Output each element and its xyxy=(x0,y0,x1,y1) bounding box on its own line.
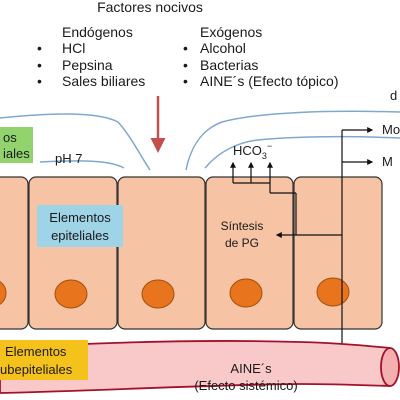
endogenous-item-3: Sales biliares xyxy=(62,73,145,89)
cell-nucleus xyxy=(0,281,7,305)
cell-nucleus xyxy=(229,278,263,308)
epithelial-cell xyxy=(117,176,206,330)
pg-synthesis-line2: de PG xyxy=(225,236,259,250)
bicarbonate-label: HCO3− xyxy=(233,141,272,161)
exogenous-heading: Exógenos xyxy=(200,24,262,40)
blood-vessel-opening xyxy=(380,347,400,387)
epithelial-label-line1: Elementos xyxy=(49,210,111,225)
exogenous-bullet-2: • xyxy=(183,57,188,73)
mucus-layer-upper xyxy=(0,110,400,171)
epithelial-label-line2: epiteliales xyxy=(51,228,109,243)
subepithelial-label-line1: Elementos xyxy=(5,344,67,359)
bicarbonate-subscript: 3 xyxy=(262,151,267,161)
cropped-label-top-right: d xyxy=(390,88,397,103)
exogenous-item-1: Alcohol xyxy=(200,40,246,56)
bicarbonate-base: HCO xyxy=(233,143,262,158)
epithelial-cell xyxy=(0,176,29,330)
preepithelial-label-line2: iales xyxy=(3,146,30,161)
endogenous-bullet-3: • xyxy=(37,73,42,89)
cell-nucleus xyxy=(316,277,350,307)
nsaid-systemic-line1: AINE´s xyxy=(230,361,272,376)
cropped-label-right-1: Mo xyxy=(382,122,400,137)
endogenous-bullet-1: • xyxy=(37,40,42,56)
cell-nucleus xyxy=(141,279,175,309)
preepithelial-label-line1: os xyxy=(3,130,17,145)
preepithelial-elements-box xyxy=(0,127,33,163)
mucus-layer-lower xyxy=(39,135,400,169)
endogenous-bullet-2: • xyxy=(37,57,42,73)
pg-synthesis-line1: Síntesis xyxy=(221,219,264,233)
epithelial-cell xyxy=(205,176,294,330)
endogenous-item-1: HCl xyxy=(62,40,85,56)
ph-label: pH 7 xyxy=(55,151,82,166)
endogenous-heading: Endógenos xyxy=(62,24,133,40)
subepithelial-label-line2: ubepiteliales xyxy=(0,362,73,377)
epithelial-cell xyxy=(293,176,383,330)
cell-nucleus xyxy=(54,279,88,309)
noxious-factors-title: Factores nocivos xyxy=(97,0,203,15)
exogenous-item-2: Bacterias xyxy=(200,57,258,73)
epithelial-elements-box xyxy=(37,205,123,247)
subepithelial-elements-box xyxy=(0,340,88,380)
nsaid-systemic-line2: (Efecto sistémico) xyxy=(194,378,297,393)
exogenous-item-3: AINE´s (Efecto tópico) xyxy=(200,73,339,89)
exogenous-bullet-1: • xyxy=(183,40,188,56)
cropped-label-right-2: M xyxy=(382,154,393,169)
exogenous-bullet-3: • xyxy=(183,73,188,89)
endogenous-item-2: Pepsina xyxy=(62,57,113,73)
bicarbonate-superscript: − xyxy=(267,141,272,151)
